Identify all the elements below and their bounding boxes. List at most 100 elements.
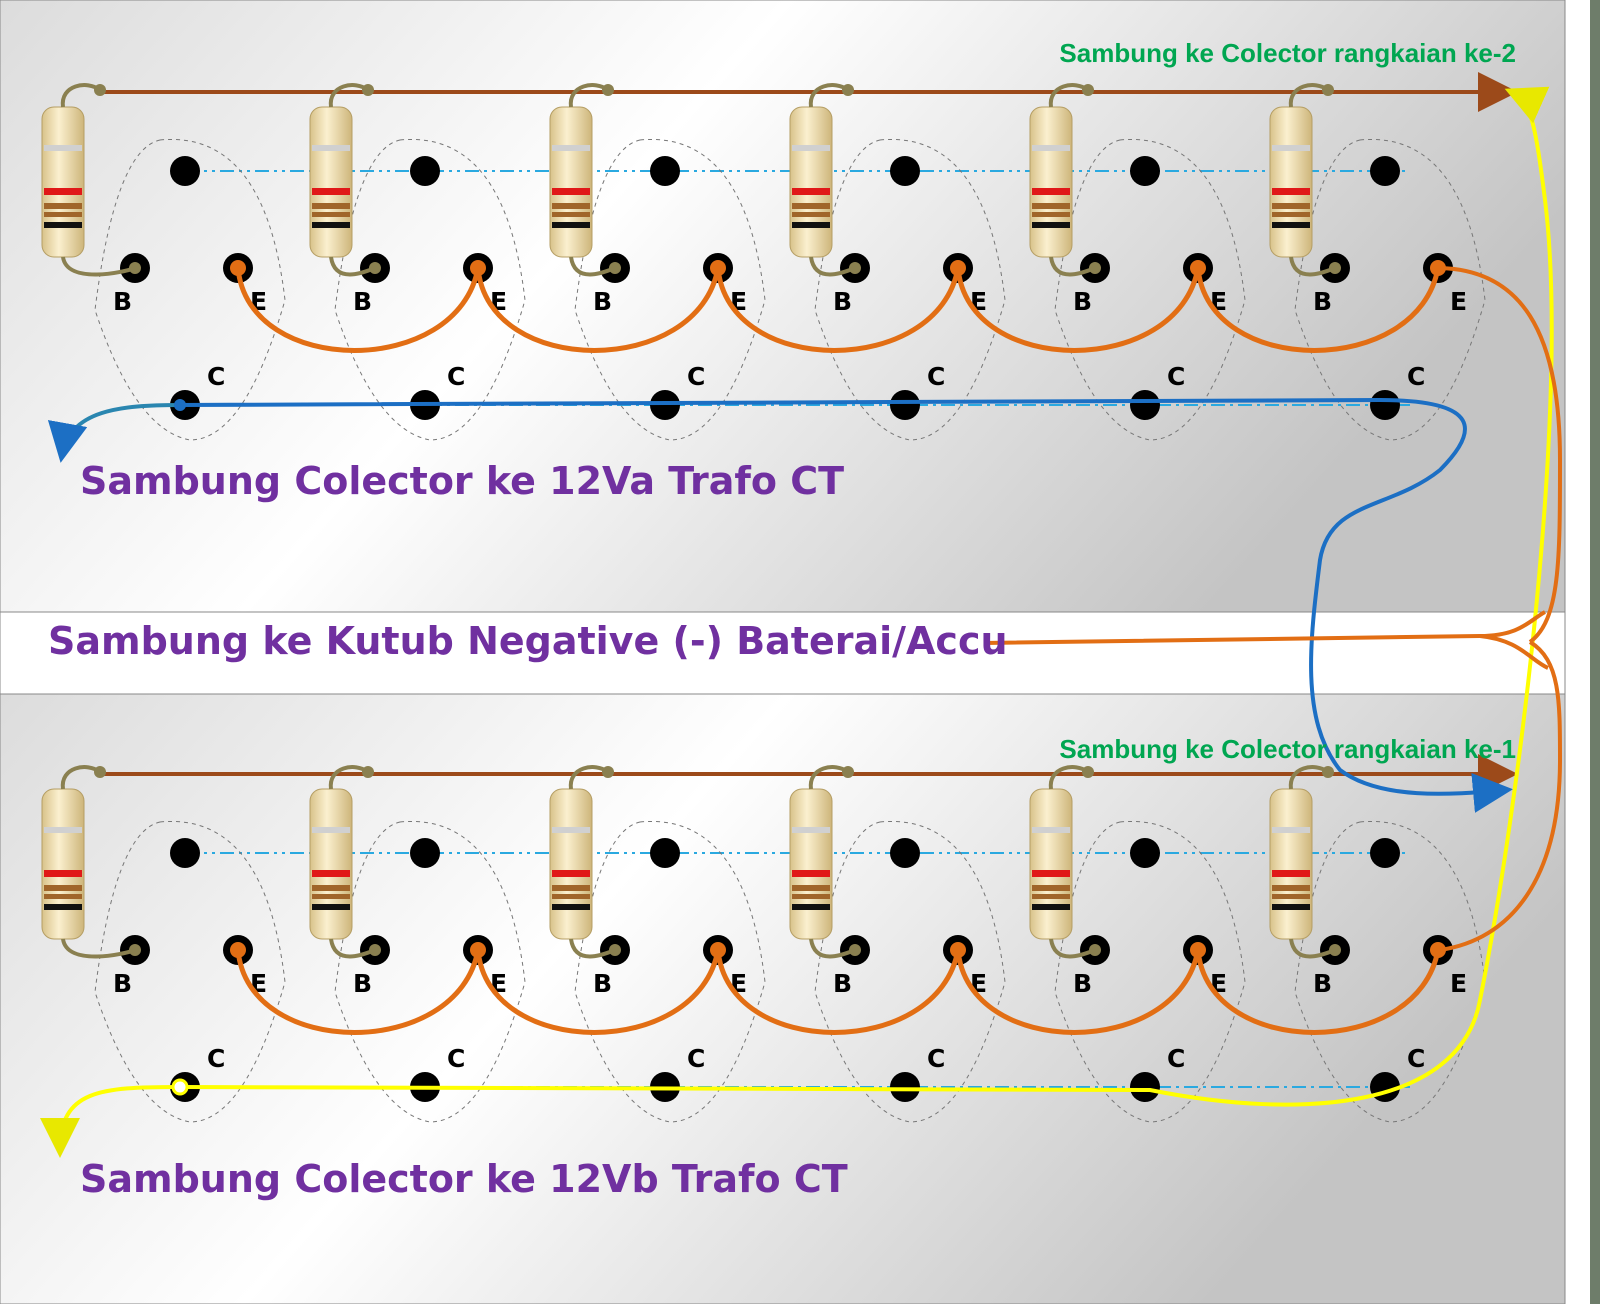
resistor-band-black [552, 222, 590, 228]
base-joint [129, 262, 141, 274]
resistor-body [41, 788, 85, 940]
emitter-wire [715, 267, 961, 353]
emitter-wire [955, 949, 1201, 1035]
resistor-band-brown [44, 894, 82, 899]
resistor-body [549, 106, 593, 258]
mounting-hole [410, 156, 440, 186]
middle-strip [0, 611, 1566, 695]
resistor-band-red [792, 188, 830, 195]
resistor-band-red [1032, 870, 1070, 877]
mounting-hole [890, 838, 920, 868]
resistor-band-brown [1032, 212, 1070, 217]
base-label: B [833, 287, 852, 316]
top-purple-label: Sambung Colector ke 12Va Trafo CT [80, 459, 844, 503]
mounting-hole [650, 838, 680, 868]
resistor-band-black [792, 904, 830, 910]
emitter-wire [235, 949, 481, 1035]
resistor-band-brown [552, 894, 590, 899]
collector-pin [1130, 390, 1160, 420]
collector-label: C [1167, 1044, 1185, 1073]
resistor-body [1029, 788, 1073, 940]
resistor-band-black [312, 904, 350, 910]
resistor-bus-joint [602, 766, 614, 778]
emitter-wire [235, 267, 481, 353]
resistor-band-gold [312, 145, 350, 151]
resistor-band-black [792, 222, 830, 228]
blue-output-arrow [47, 403, 181, 463]
resistor-band-red [312, 870, 350, 877]
bottom-emitter-return [1439, 640, 1563, 952]
emitter-wire [1195, 267, 1441, 353]
base-label: B [833, 969, 852, 998]
resistor-band-gold [44, 827, 82, 833]
resistor-band-red [44, 870, 82, 877]
top-panel [0, 0, 1566, 613]
resistor-band-brown [792, 885, 830, 891]
resistor-band-gold [792, 827, 830, 833]
resistor-band-red [312, 188, 350, 195]
battery-negative-branch [1479, 634, 1549, 670]
mounting-hole [170, 156, 200, 186]
resistor-band-gold [1272, 827, 1310, 833]
emitter-wire [475, 267, 721, 353]
base-label: B [593, 969, 612, 998]
collector-label: C [1167, 362, 1185, 391]
yellow-output-arrow [40, 1085, 181, 1158]
emitter-wire [475, 949, 721, 1035]
right-edge-strip [1590, 0, 1600, 1304]
base-joint [609, 262, 621, 274]
resistor-band-brown [792, 203, 830, 209]
collector-label: C [687, 362, 705, 391]
resistor-band-red [552, 188, 590, 195]
base-joint [849, 944, 861, 956]
resistor-body [1029, 106, 1073, 258]
resistor-band-brown [312, 894, 350, 899]
collector-pin [1370, 390, 1400, 420]
bottom-green-label: Sambung ke Colector rangkaian ke-1 [1059, 734, 1516, 764]
middle-purple-label: Sambung ke Kutub Negative (-) Baterai/Ac… [48, 619, 1008, 663]
resistor-body [1269, 106, 1313, 258]
bottom-purple-label: Sambung Colector ke 12Vb Trafo CT [80, 1157, 848, 1201]
collector-pin [650, 390, 680, 420]
resistor-band-brown [792, 212, 830, 217]
mounting-hole [650, 156, 680, 186]
mounting-hole [410, 838, 440, 868]
resistor-band-brown [1272, 212, 1310, 217]
resistor-body [41, 106, 85, 258]
base-label: B [353, 969, 372, 998]
resistor-band-brown [312, 885, 350, 891]
resistor-band-brown [44, 203, 82, 209]
base-joint [849, 262, 861, 274]
resistor-bus-joint [94, 766, 106, 778]
resistor-bus-joint [1082, 84, 1094, 96]
collector-label: C [1407, 362, 1425, 391]
resistor-band-gold [552, 827, 590, 833]
base-joint [1329, 944, 1341, 956]
resistor-band-black [1032, 904, 1070, 910]
resistor-band-brown [312, 203, 350, 209]
collector-pin [890, 1072, 920, 1102]
resistor-bus-joint [842, 766, 854, 778]
resistor-band-black [1272, 904, 1310, 910]
mounting-hole [890, 156, 920, 186]
resistor-bus-joint [362, 766, 374, 778]
top-emitter-return [1439, 266, 1563, 644]
resistor-band-gold [1032, 145, 1070, 151]
resistor-band-brown [1272, 885, 1310, 891]
emitter-label: E [1450, 287, 1467, 316]
base-joint [129, 944, 141, 956]
resistor-band-brown [1032, 894, 1070, 899]
resistor-bus-joint [1082, 766, 1094, 778]
base-label: B [1313, 969, 1332, 998]
